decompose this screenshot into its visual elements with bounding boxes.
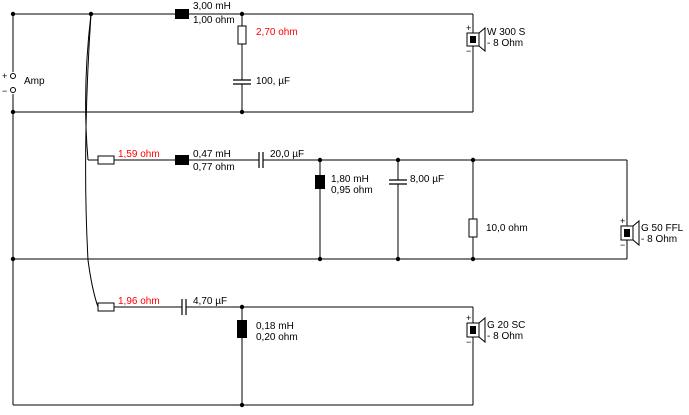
svg-text:−: −: [620, 240, 625, 250]
speaker-w300s-name: W 300 S: [487, 27, 526, 38]
resistor-2-70[interactable]: [237, 25, 247, 45]
svg-text:+: +: [466, 23, 471, 33]
speaker-w300s[interactable]: [466, 26, 486, 53]
svg-text:−: −: [466, 46, 471, 56]
resistor-1-96[interactable]: [97, 302, 115, 312]
resistor-10-0[interactable]: [468, 218, 478, 238]
branch-g20sc: 1,96 ohm 4,70 µF 0,18 mH 0,20 ohm + − G …: [13, 296, 525, 406]
feed-wire-low: [85, 13, 99, 308]
capacitor-8uf-value: 8,00 µF: [410, 174, 444, 185]
svg-text:−: −: [466, 337, 471, 347]
inductor-0-18mh-resistance: 0,20 ohm: [256, 332, 298, 343]
inductor-0-18mh-value: 0,18 mH: [256, 321, 294, 332]
inductor-0-18mh[interactable]: [237, 320, 247, 338]
capacitor-20uf-value: 20,0 µF: [270, 149, 304, 160]
inductor-3mh-resistance: 1,00 ohm: [193, 15, 235, 26]
speaker-g50ffl[interactable]: [620, 219, 640, 247]
speaker-g50ffl-impedance: - 8 Ohm: [641, 234, 677, 245]
inductor-0-47mh-resistance: 0,77 ohm: [193, 162, 235, 173]
inductor-1-80mh-value: 1,80 mH: [331, 174, 369, 185]
capacitor-4-7uf-value: 4,70 µF: [193, 296, 227, 307]
amp-label: Amp: [24, 76, 45, 87]
inductor-0-47mh-value: 0,47 mH: [193, 149, 231, 160]
inductor-3mh-value: 3,00 mH: [193, 1, 231, 12]
speaker-w300s-impedance: - 8 Ohm: [487, 38, 523, 49]
speaker-g20sc-name: G 20 SC: [487, 320, 525, 331]
amp-plus-terminal[interactable]: [10, 73, 16, 79]
resistor-1-96-value: 1,96 ohm: [118, 296, 160, 307]
amp-plus-sign: +: [2, 71, 7, 81]
amp-input: + − Amp: [2, 14, 45, 405]
amp-minus-terminal[interactable]: [10, 87, 16, 93]
speaker-g50ffl-name: G 50 FFL: [641, 223, 684, 234]
resistor-1-59[interactable]: [97, 155, 115, 165]
resistor-10-0-value: 10,0 ohm: [486, 223, 528, 234]
svg-text:+: +: [466, 313, 471, 323]
inductor-1-80mh-resistance: 0,95 ohm: [331, 185, 373, 196]
amp-minus-sign: −: [2, 86, 7, 96]
speaker-g20sc[interactable]: [466, 316, 486, 344]
speaker-g20sc-impedance: - 8 Ohm: [487, 331, 523, 342]
feed-wire-mid: [85, 13, 92, 161]
branch-g50ffl: 1,59 ohm 0,47 mH 0,77 ohm 20,0 µF 1,80 m…: [13, 149, 684, 260]
branch-w300s: 3,00 mH 1,00 ohm 2,70 ohm 100, µF + − W …: [13, 1, 526, 113]
resistor-1-59-value: 1,59 ohm: [118, 149, 160, 160]
resistor-2-70-value: 2,70 ohm: [256, 27, 298, 38]
capacitor-100uf-value: 100, µF: [256, 76, 290, 87]
junction-dots: [10, 11, 476, 408]
inductor-3mh[interactable]: [175, 9, 189, 19]
svg-text:+: +: [620, 216, 625, 226]
inductor-0-47mh[interactable]: [175, 155, 189, 165]
inductor-1-80mh[interactable]: [315, 175, 325, 189]
